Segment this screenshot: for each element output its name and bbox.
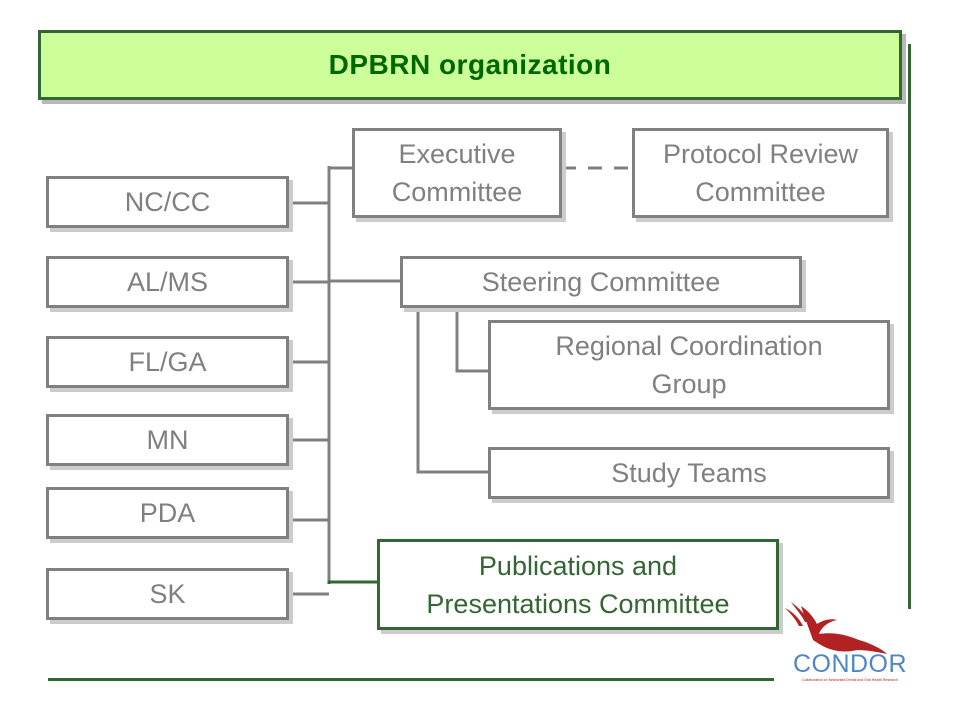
page-title-text: DPBRN organization xyxy=(328,49,612,80)
node-executive-committee: Executive Committee xyxy=(352,128,562,218)
node-alms: AL/MS xyxy=(46,256,289,308)
vertical-rule xyxy=(908,44,911,609)
branch-study-teams xyxy=(416,307,488,474)
branch-publications xyxy=(327,580,377,584)
node-steering-committee: Steering Committee xyxy=(400,256,802,308)
horizontal-rule xyxy=(48,678,774,681)
node-sk: SK xyxy=(46,568,289,620)
page-title: DPBRN organization xyxy=(38,30,902,100)
condor-bird-icon xyxy=(785,602,887,654)
node-mn: MN xyxy=(46,414,289,466)
logo-name: CONDOR xyxy=(792,650,908,678)
branch-regional xyxy=(455,307,488,373)
logo-tagline: Collaboration on Networked Dental and Or… xyxy=(802,678,898,682)
node-study-teams: Study Teams xyxy=(488,447,890,499)
node-protocol-review-committee: Protocol Review Committee xyxy=(632,128,889,218)
condor-logo: CONDOR Collaboration on Networked Dental… xyxy=(783,598,915,690)
node-pda: PDA xyxy=(46,487,289,539)
node-ncc: NC/CC xyxy=(46,176,289,228)
node-regional-coordination-group: Regional Coordination Group xyxy=(488,320,890,410)
node-flga: FL/GA xyxy=(46,336,289,388)
node-publications-committee: Publications and Presentations Committee xyxy=(377,539,779,630)
